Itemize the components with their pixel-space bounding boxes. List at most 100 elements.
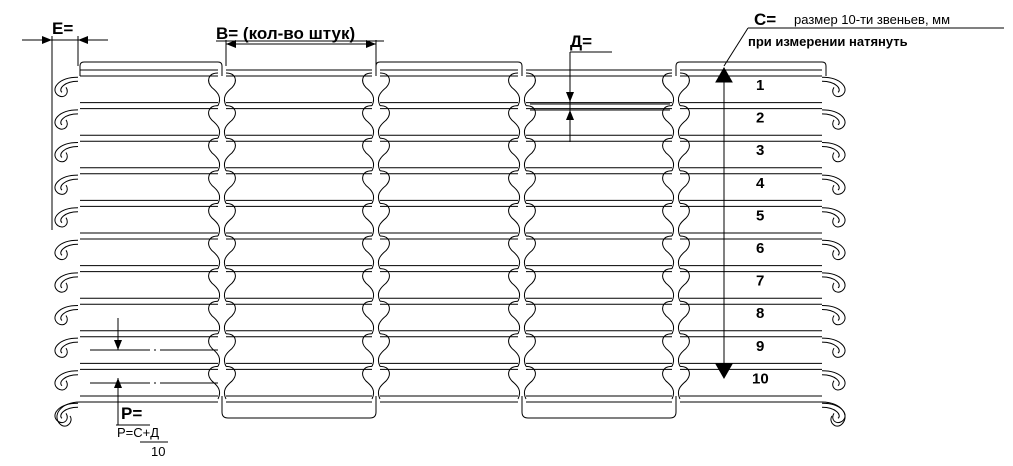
crimp-right — [677, 105, 690, 139]
crimp-right — [377, 300, 390, 335]
edge-hook-left-inner — [60, 178, 79, 191]
edge-hook-right-inner — [821, 276, 840, 289]
crimp-left — [362, 333, 375, 367]
crimp-right — [677, 202, 690, 237]
edge-hook-left — [54, 337, 79, 358]
crimp-left — [208, 235, 221, 269]
crimp-right — [377, 268, 390, 302]
crimp-left — [508, 268, 521, 302]
edge-hook-left — [54, 305, 79, 326]
c-description: размер 10-ти звеньев, мм — [794, 12, 950, 27]
crimp-left — [508, 300, 521, 335]
crimp-right — [223, 235, 236, 269]
edge-hook-right — [821, 402, 846, 424]
edge-hook-left — [54, 109, 79, 130]
crimp-right — [523, 202, 536, 237]
edge-hook-right-inner — [821, 211, 840, 224]
edge-hook-left — [54, 239, 79, 261]
crimp-left — [208, 333, 221, 367]
link-number-2: 2 — [756, 110, 764, 127]
edge-hook-left — [54, 272, 79, 293]
crimp-left — [508, 72, 521, 106]
crimp-left — [662, 365, 675, 400]
crimp-left — [208, 202, 221, 237]
crimp-left — [208, 105, 221, 139]
panel-top-edge — [79, 61, 223, 76]
crimp-right — [523, 300, 536, 335]
crimp-right — [223, 170, 236, 204]
crimp-left — [362, 235, 375, 269]
crimp-right — [377, 170, 390, 204]
crimp-left — [362, 72, 375, 106]
crimp-right — [677, 170, 690, 204]
belt-mesh — [54, 61, 846, 427]
edge-hook-right — [821, 370, 846, 391]
edge-hook-right — [821, 109, 846, 130]
crimp-left — [662, 202, 675, 237]
crimp-right — [523, 333, 536, 367]
crimp-left — [662, 268, 675, 302]
crimp-left — [208, 268, 221, 302]
crimp-left — [508, 105, 521, 139]
edge-hook-right — [821, 305, 846, 326]
crimp-right — [223, 137, 236, 172]
edge-hook-right-inner — [821, 341, 840, 354]
crimp-right — [377, 105, 390, 139]
link-number-1: 1 — [756, 77, 764, 94]
crimp-left — [508, 137, 521, 172]
crimp-right — [523, 72, 536, 106]
crimp-right — [223, 268, 236, 302]
crimp-right — [677, 300, 690, 335]
d-label: Д= — [570, 32, 592, 51]
edge-hook-right — [821, 76, 846, 98]
p-formula-denominator: 10 — [151, 444, 165, 459]
edge-hook-left-inner — [60, 243, 79, 256]
edge-hook-right-inner — [821, 146, 840, 158]
panel-bottom-edge — [521, 396, 677, 419]
crimp-right — [677, 333, 690, 367]
edge-hook-left-inner — [60, 146, 79, 158]
link-number-4: 4 — [756, 175, 765, 192]
crimp-left — [362, 365, 375, 400]
crimp-left — [508, 333, 521, 367]
edge-hook-right — [821, 142, 846, 163]
panel-bottom-edge — [221, 396, 377, 419]
crimp-left — [662, 235, 675, 269]
c-label: C= — [754, 10, 776, 29]
crimp-left — [208, 300, 221, 335]
edge-hook-right-inner — [821, 113, 840, 126]
e-label: E= — [52, 19, 73, 38]
crimp-right — [377, 333, 390, 367]
crimp-left — [508, 170, 521, 204]
crimp-right — [677, 137, 690, 172]
crimp-right — [677, 268, 690, 302]
p-label: P= — [121, 404, 142, 423]
crimp-left — [662, 300, 675, 335]
b-label: B= (кол-во штук) — [216, 24, 355, 43]
panel-top-edge — [375, 61, 523, 76]
edge-hook-right — [821, 207, 846, 228]
crimp-right — [677, 365, 690, 400]
crimp-right — [523, 268, 536, 302]
crimp-left — [662, 72, 675, 106]
c-arrow-bottom — [715, 363, 733, 380]
edge-hook-left-inner — [60, 374, 79, 387]
c-arrow-top — [715, 66, 733, 83]
edge-hook-right — [821, 337, 846, 358]
edge-hook-left-inner — [60, 113, 79, 126]
link-number-5: 5 — [756, 207, 764, 224]
crimp-left — [208, 72, 221, 106]
crimp-right — [523, 105, 536, 139]
c-leader — [723, 27, 749, 67]
crimp-right — [223, 333, 236, 367]
crimp-right — [223, 202, 236, 237]
crimp-right — [377, 137, 390, 172]
edge-hook-left-inner — [60, 80, 79, 93]
c-note: при измерении натянуть — [748, 34, 908, 49]
crimp-right — [223, 105, 236, 139]
crimp-right — [223, 72, 236, 106]
link-number-9: 9 — [756, 338, 764, 355]
edge-hook-right — [821, 272, 846, 293]
edge-hook-right-inner — [821, 406, 840, 419]
